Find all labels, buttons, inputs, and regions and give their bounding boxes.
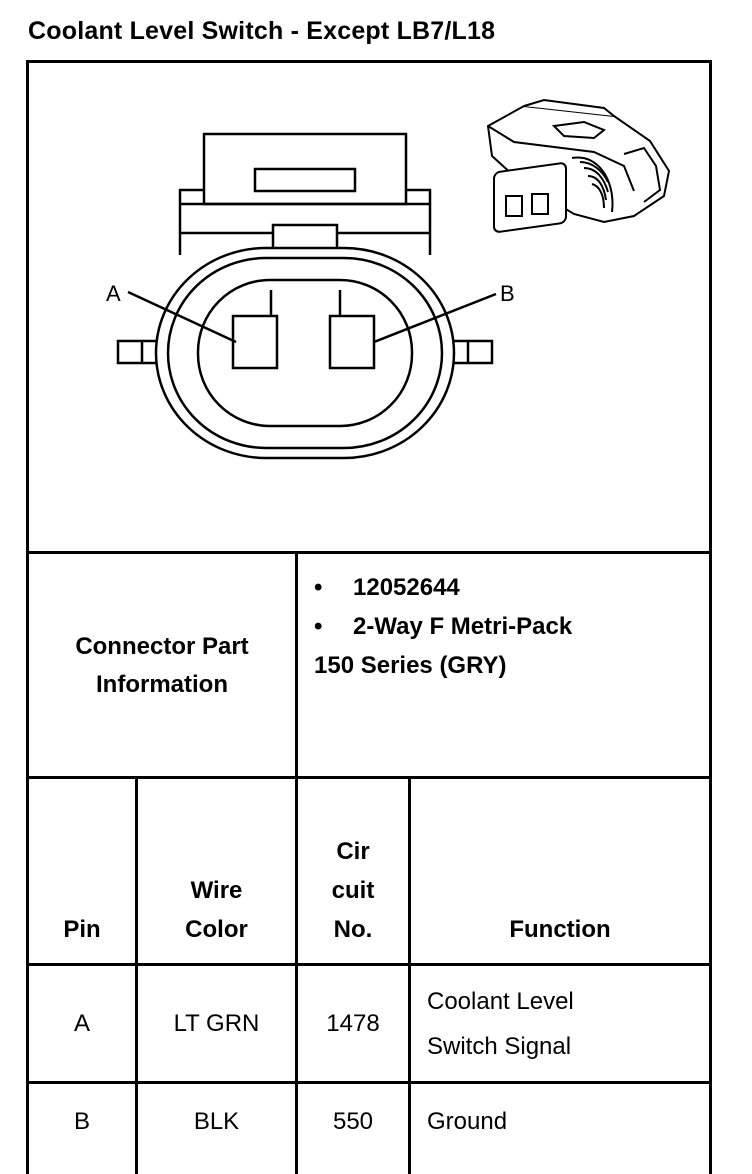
divider (135, 776, 138, 1174)
connector-description-line1: 2-Way F Metri-Pack (353, 613, 573, 640)
table-cell-wire-color: BLK (193, 1108, 240, 1135)
header-circuit-line3: No. (333, 916, 373, 943)
pin-b-label: B (500, 281, 515, 306)
connector-table-frame (26, 60, 712, 1174)
divider (26, 1081, 712, 1084)
divider (26, 776, 712, 779)
table-cell-pin: B (73, 1108, 90, 1135)
table-cell-wire-color: LT GRN (173, 1010, 260, 1037)
connector-info-label-line1: Connector Part (75, 633, 249, 660)
connector-description-line2: 150 Series (GRY) (314, 652, 507, 679)
header-circuit-line1: Cir (336, 838, 370, 865)
table-cell-circuit: 550 (332, 1108, 374, 1135)
header-function: Function (509, 916, 611, 943)
bullet: • (314, 574, 323, 601)
connector-info-label-line2: Information (96, 671, 228, 698)
divider (26, 963, 712, 966)
page-title: Coolant Level Switch - Except LB7/L18 (28, 17, 496, 45)
divider (295, 551, 298, 1174)
header-pin: Pin (63, 916, 101, 943)
pin-a-label: A (106, 281, 121, 306)
divider (26, 551, 712, 554)
part-number: 12052644 (353, 574, 460, 601)
header-circuit-line2: cuit (331, 877, 375, 904)
table-cell-circuit: 1478 (326, 1010, 380, 1037)
connector-face-diagram (116, 132, 497, 460)
divider (408, 776, 411, 1174)
bullet: • (314, 613, 323, 640)
table-cell-function-line2: Switch Signal (427, 1033, 572, 1060)
table-cell-function-line1: Coolant Level (427, 988, 574, 1015)
header-wire-color-line1: Wire (190, 877, 243, 904)
header-wire-color-line2: Color (185, 916, 248, 943)
connector-3d-illustration (486, 98, 671, 233)
table-cell-pin: A (73, 1010, 90, 1037)
table-cell-function-line1: Ground (427, 1108, 508, 1135)
